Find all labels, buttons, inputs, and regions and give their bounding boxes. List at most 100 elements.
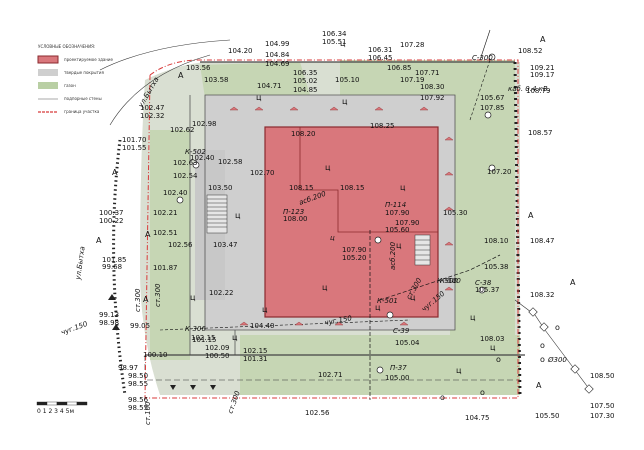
elevation-label: 102.56 <box>305 409 330 417</box>
elevation-label: 98.56 <box>128 396 149 404</box>
elevation-label: 101.87 <box>153 264 178 272</box>
elevation-labels: 104.99104.84104.69104.20106.34105.51106.… <box>99 30 615 422</box>
elevation-label: 102.40 <box>190 154 215 162</box>
legend-item-label: проектируемое здание <box>64 57 114 62</box>
utility-code-label: С-39 <box>393 327 410 335</box>
legend: УСЛОВНЫЕ ОБОЗНАЧЕНИЯ: проектируемое здан… <box>37 44 114 114</box>
zone-marker-label: А <box>145 230 151 239</box>
utility-code-label: К-502 <box>185 148 206 156</box>
lawn-south <box>240 335 520 395</box>
well-symbols <box>176 53 496 374</box>
elevation-label: 106.34 <box>322 30 347 38</box>
zone-marker-label: А <box>570 278 576 287</box>
elevation-label: 106.45 <box>368 54 393 62</box>
cable-line <box>479 29 491 61</box>
zone-marker-label: ц <box>410 293 416 302</box>
elevation-label: 105.02 <box>293 77 318 85</box>
elevation-label: 104.75 <box>465 414 490 422</box>
zone-marker-label: о <box>440 393 445 402</box>
elevation-label: 107.50 <box>590 402 615 410</box>
elevation-label: 105.60 <box>385 226 410 234</box>
street-label-bytkha-west: ул.Бытха <box>74 246 87 281</box>
elevation-label: 104.71 <box>257 82 282 90</box>
street-curve-north <box>99 39 231 71</box>
zone-marker-label: А <box>540 35 546 44</box>
scale-bar-label: 0 1 2 3 4 5м <box>37 408 74 415</box>
elevation-label: 108.20 <box>291 130 316 138</box>
elevation-label: 102.21 <box>153 209 178 217</box>
legend-item-label: граница участка <box>64 109 100 114</box>
elevation-label: 102.15 <box>191 334 216 342</box>
elevation-label: 104.85 <box>293 86 318 94</box>
elevation-label: 108.32 <box>530 291 555 299</box>
curb-line <box>204 94 456 331</box>
elevation-label: 104.40 <box>250 322 275 330</box>
elevation-label: 99.68 <box>102 263 122 271</box>
zone-marker-label: о <box>540 341 545 350</box>
utility-trench <box>144 355 520 381</box>
east-polyline <box>514 299 591 391</box>
zone-marker-label: А <box>143 295 149 304</box>
utility-code-label: К-500 <box>437 277 458 285</box>
street-fence-west <box>112 139 127 396</box>
elevation-label: 101.15 <box>192 336 217 344</box>
elevation-label: 105.00 <box>385 374 410 382</box>
elevation-label: 108.10 <box>484 237 509 245</box>
zone-marker-label: ц <box>232 333 238 342</box>
scale-bar: 0 1 2 3 4 5м <box>36 401 88 415</box>
legend-item-label: подпорные стены <box>64 96 102 101</box>
elevation-label: 108.50 <box>590 372 615 380</box>
east-fence <box>513 61 522 396</box>
elevation-label: 102.56 <box>168 241 193 249</box>
elevation-label: 108.25 <box>370 122 395 130</box>
zone-marker-label: ц <box>325 163 331 172</box>
elevation-label: 98.55 <box>128 404 148 412</box>
elevation-label: 104.84 <box>265 51 290 59</box>
elevation-label: 101.85 <box>102 256 127 264</box>
utility-code-label: каб. 0.4 кВ. <box>508 85 550 93</box>
lawn-west <box>150 130 190 360</box>
elevation-label: 105.04 <box>395 339 420 347</box>
elevation-label: 105.20 <box>342 254 367 262</box>
zone-marker-label: ц <box>190 293 196 302</box>
elevation-label: 105.38 <box>484 263 509 271</box>
elevation-label: 106.31 <box>368 46 393 54</box>
elevation-label: 102.54 <box>173 172 198 180</box>
stairs-entrance <box>414 234 431 266</box>
elevation-label: 105.37 <box>475 286 500 294</box>
elevation-label: 105.51 <box>322 38 347 46</box>
legend-title: УСЛОВНЫЕ ОБОЗНАЧЕНИЯ: <box>38 44 95 49</box>
scale-segment <box>66 401 78 406</box>
utility-code-label: чуг.150 <box>60 320 89 337</box>
utility-code-label: Ø300 <box>547 356 567 364</box>
elevation-label: 108.30 <box>420 83 445 91</box>
elevation-label: 100.22 <box>99 217 124 225</box>
zone-marker-label: ц <box>322 283 328 292</box>
utility-code-label: К-306 <box>185 325 206 333</box>
zone-marker-label: ц <box>256 93 262 102</box>
scale-segment <box>56 401 68 406</box>
zone-marker-label: ц <box>470 313 476 322</box>
elevation-label: 107.28 <box>400 41 425 49</box>
zone-marker-label: ц <box>490 343 496 352</box>
tree-markers <box>229 106 454 326</box>
elevation-label: 105.50 <box>535 412 560 420</box>
elevation-label: 102.22 <box>209 289 234 297</box>
elevation-label: 98.98 <box>99 319 119 327</box>
elevation-label: 98.97 <box>118 364 138 372</box>
elevation-label: 102.71 <box>318 371 343 379</box>
elevation-label: 100.10 <box>143 351 168 359</box>
utility-code-label: ст.300 <box>154 283 162 307</box>
elevation-label: 105.67 <box>480 94 505 102</box>
utility-code-label: К-500 <box>440 277 461 285</box>
elevation-label: 107.85 <box>480 104 505 112</box>
elevation-label: 107.90 <box>342 246 367 254</box>
elevation-label: 103.56 <box>186 64 211 72</box>
pipe-line-4 <box>469 59 491 121</box>
direction-arrows <box>108 294 216 390</box>
elevation-label: 102.15 <box>243 347 268 355</box>
pipe-line-2 <box>379 254 501 301</box>
legend-item-label: твердые покрытия <box>64 70 104 75</box>
elevation-label: 108.00 <box>283 215 308 223</box>
